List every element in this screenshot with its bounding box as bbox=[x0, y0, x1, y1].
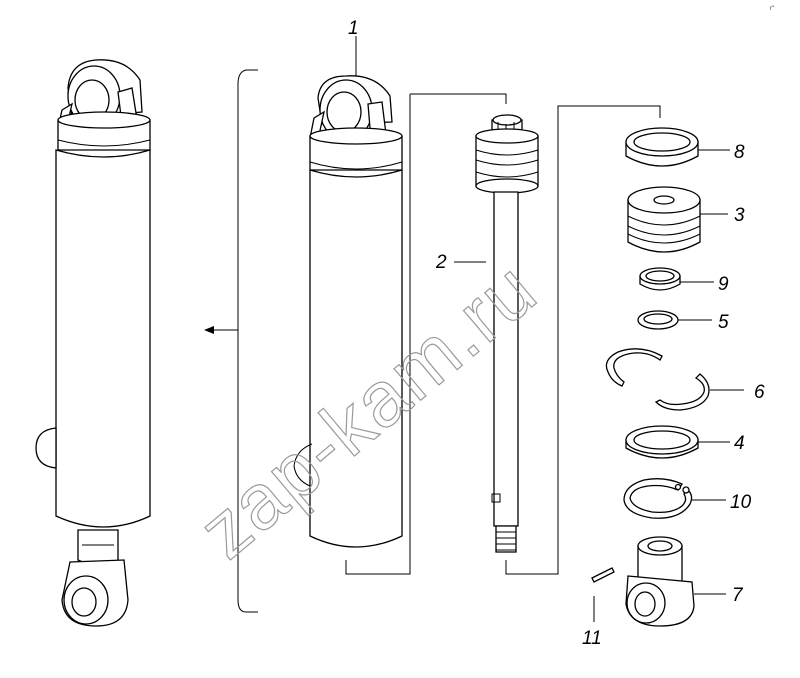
callout-9: 9 bbox=[718, 274, 729, 295]
callout-8: 8 bbox=[734, 142, 745, 163]
part-6-split-ring bbox=[605, 348, 710, 411]
callout-6: 6 bbox=[754, 382, 765, 403]
part-10-circlip bbox=[623, 478, 693, 519]
part-4-ring bbox=[625, 425, 699, 459]
callout-numbers: 1 2 3 4 5 6 7 8 9 10 11 bbox=[348, 18, 765, 649]
part-7-rod-end bbox=[625, 536, 695, 627]
assembly-arrow bbox=[204, 326, 238, 334]
part-3-piston-head bbox=[627, 186, 701, 253]
callout-2: 2 bbox=[435, 252, 447, 273]
callout-10: 10 bbox=[730, 492, 752, 513]
assembly-bracket bbox=[237, 69, 258, 613]
part-8-ring bbox=[625, 127, 699, 167]
callout-1: 1 bbox=[348, 18, 359, 39]
part-5-o-ring bbox=[637, 310, 679, 330]
callout-5: 5 bbox=[718, 312, 729, 333]
callout-3: 3 bbox=[734, 205, 745, 226]
part-2-piston-rod bbox=[475, 114, 539, 553]
leader-lines bbox=[355, 36, 744, 622]
part-2-bracket bbox=[505, 105, 661, 575]
part-1-bracket bbox=[345, 94, 411, 575]
corner-code: r" bbox=[770, 6, 774, 12]
callout-7: 7 bbox=[732, 585, 744, 606]
part-2-bracket-top bbox=[410, 93, 507, 104]
callout-11: 11 bbox=[582, 628, 602, 649]
part-11-pin bbox=[591, 567, 615, 583]
callout-4: 4 bbox=[734, 433, 745, 454]
part-1-cylinder-barrel bbox=[293, 75, 403, 548]
part-9-ring bbox=[639, 267, 681, 291]
assembled-cylinder bbox=[35, 59, 151, 627]
